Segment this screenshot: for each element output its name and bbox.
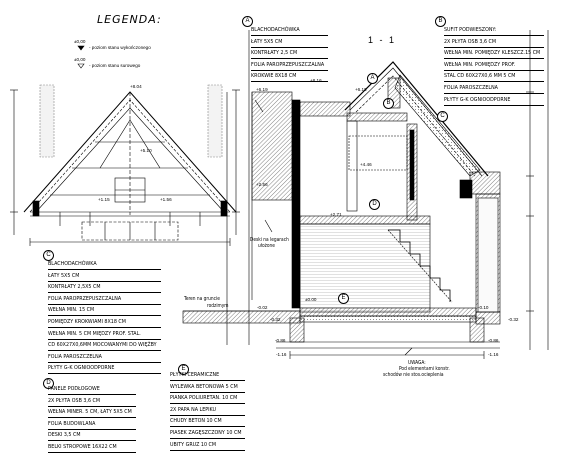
- layer-item: FOLIA PAROPRZEPUSZCZALNA: [251, 63, 329, 75]
- layer-item: WYLEWKA BETONOWA 5 CM: [170, 385, 246, 397]
- layer-item: ŁATY 5X5 CM: [251, 40, 329, 52]
- elev-ground-b: -0.10: [478, 305, 489, 310]
- layer-spec-d: PANELE PODŁOGOWE 2X PŁYTA OSB 3,6 CM WEŁ…: [48, 387, 136, 457]
- drawing-marker-b: B: [383, 98, 394, 109]
- layer-item: PŁYTY G-K OGNIOODPORNE: [444, 98, 545, 110]
- elev-found-l: -0.32: [270, 317, 281, 322]
- finished-level-mark: ±0,00: [74, 39, 86, 44]
- layer-item: FOLIA PAROSZCZELNA: [444, 86, 545, 98]
- layer-item: PŁYTY G-K OGNIOODPORNE: [48, 366, 161, 378]
- layer-item: 2X PŁYTA OSB 3,6 CM: [444, 40, 545, 52]
- layer-item: WEŁNA MIN. 5 CM MIĘDZY PROF. STAL.: [48, 332, 161, 344]
- note-teren-line1: Teren na gruncie: [184, 297, 220, 302]
- layer-item: PIASEK ZAGĘSZCZONY 10 CM: [170, 431, 246, 443]
- layer-item: UBITY GRUZ 10 CM: [170, 443, 246, 455]
- drawing-marker-c: C: [437, 111, 448, 122]
- layer-item: WEŁNA MIN. POMIĘDZY PROF.: [444, 63, 545, 75]
- layer-item: BLACHODACHÓWKA: [48, 262, 161, 274]
- layer-marker-c: C: [43, 250, 54, 261]
- drawing-marker-e: E: [338, 293, 349, 304]
- elev-ground: -0.02: [257, 305, 268, 310]
- layer-item: BELKI STROPOWE 16X22 CM: [48, 445, 136, 457]
- layer-item: PŁYTKI CERAMICZNE: [170, 373, 246, 385]
- note-uwaga-title: UWAGA:: [408, 361, 426, 366]
- layer-item: DESKI 3,5 CM: [48, 433, 136, 445]
- drawing-marker-a: A: [367, 73, 378, 84]
- layer-spec-c: BLACHODACHÓWKA ŁATY 5X5 CM KONTRŁATY 2,5…: [48, 262, 161, 378]
- section-title: 1 - 1: [368, 35, 397, 45]
- layer-item: KONTRŁATY 2,5X5 CM: [48, 285, 161, 297]
- layer-spec-b: SUFIT PODWIESZONY: 2X PŁYTA OSB 3,6 CM W…: [444, 28, 545, 110]
- layer-item: KONTRŁATY 2,5 CM: [251, 51, 329, 63]
- elev-ridge-right: +8.16: [310, 78, 322, 83]
- truss-detail: [10, 84, 240, 246]
- layer-item: WEŁNA MIN. 15 CM: [48, 308, 161, 320]
- layer-item: SUFIT PODWIESZONY:: [444, 28, 545, 40]
- elev-attic-b: +5.10: [140, 148, 152, 153]
- note-deski-line2: ułożone: [258, 244, 275, 249]
- layer-item: WEŁNA MIN. POMIĘDZY KLESZCZ.15 CM: [444, 51, 545, 63]
- layer-marker-d: D: [43, 378, 54, 389]
- note-deski-line1: Deski na legarach: [250, 238, 289, 243]
- elev-ceiling: +1.15: [98, 197, 110, 202]
- layer-marker-b: B: [435, 16, 446, 27]
- layer-item: CHUDY BETON 10 CM: [170, 419, 246, 431]
- raw-level-mark: ±0,00: [74, 57, 86, 62]
- elev-bottom-r: -1.16: [488, 352, 499, 357]
- elev-ceiling-b: +1.56: [160, 197, 172, 202]
- layer-item: CD 60X27X0,6MM MOCOWANYMI DO WIĘŹBY: [48, 343, 161, 355]
- drawing-marker-d: D: [369, 199, 380, 210]
- layer-item: FOLIA BUDOWLANA: [48, 422, 136, 434]
- elev-attic: +4.46: [360, 162, 372, 167]
- layer-item: ŁATY 5X5 CM: [48, 274, 161, 286]
- layer-item: KROKWIE 8X18 CM: [251, 74, 329, 86]
- elev-top-left: +8.04: [130, 84, 142, 89]
- layer-item: 2X PŁYTA OSB 3,6 CM: [48, 399, 136, 411]
- raw-level-text: - poziom stanu surowego: [89, 63, 141, 68]
- elev-base-l: -0.86: [275, 338, 286, 343]
- elev-bottom-l: -1.16: [276, 352, 287, 357]
- layer-marker-e: E: [178, 364, 189, 375]
- elev-eave-left: +6.19: [256, 87, 268, 92]
- note-uwaga-line1: Pod elementami konstr.: [399, 367, 450, 372]
- layer-marker-a: A: [242, 16, 253, 27]
- note-uwaga-line2: schodów nie stos.ocieplenia: [383, 373, 444, 378]
- layer-item: STAL CD 60X27X0,6 MM 5 CM: [444, 74, 545, 86]
- elev-upper-floor-b: +2.56: [256, 182, 268, 187]
- layer-item: FOLIA PAROPRZEPUSZCZALNA: [48, 297, 161, 309]
- elev-found-r: -0.32: [508, 317, 519, 322]
- finished-level-text: - poziom stanu wykończonego: [89, 45, 151, 50]
- layer-spec-a: BLACHODACHÓWKA ŁATY 5X5 CM KONTRŁATY 2,5…: [251, 28, 329, 86]
- layer-spec-e: PŁYTKI CERAMICZNE WYLEWKA BETONOWA 5 CM …: [170, 373, 246, 455]
- layer-item: BLACHODACHÓWKA: [251, 28, 329, 40]
- elev-upper-floor: +2.71: [330, 212, 342, 217]
- section-1-1: [182, 30, 549, 359]
- elev-zero: ±0.00: [305, 297, 317, 302]
- legend-title: LEGENDA:: [97, 13, 162, 26]
- elev-eave-right: +6.19: [355, 87, 367, 92]
- layer-item: FOLIA PAROSZCZELNA: [48, 355, 161, 367]
- layer-item: PIANKA POLIURETAN. 10 CM: [170, 396, 246, 408]
- layer-item: WEŁNA MINER. 5 CM, ŁATY 5X5 CM: [48, 410, 136, 422]
- layer-item: POMIĘDZY KROKWIAMI 8X18 CM: [48, 320, 161, 332]
- layer-item: 2X PAPA NA LEPIKU: [170, 408, 246, 420]
- layer-item: PANELE PODŁOGOWE: [48, 387, 136, 399]
- elev-base-r: -0.86: [488, 338, 499, 343]
- note-teren-line2: rodzimym: [207, 304, 229, 309]
